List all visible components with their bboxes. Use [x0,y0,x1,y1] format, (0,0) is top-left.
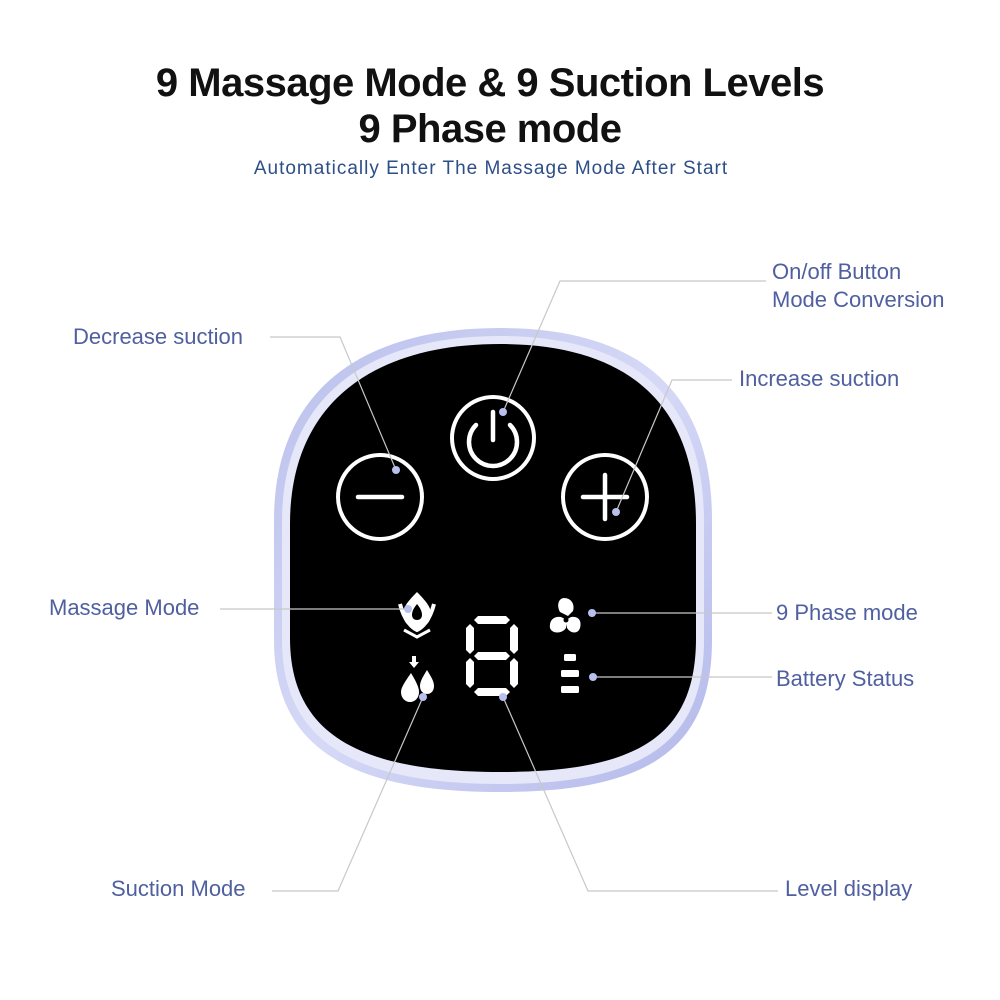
fan-icon [549,598,581,633]
plus-icon [580,472,630,522]
callout-dots [392,408,620,701]
subtitle: Automatically Enter The Massage Mode Aft… [253,158,729,179]
seven-segment-display [466,616,518,696]
callout-onoff-line2: Mode Conversion [772,287,945,312]
power-button[interactable] [450,395,536,481]
callout-decrease-suction: Decrease suction [73,324,243,349]
power-icon [466,409,520,469]
callout-increase-suction: Increase suction [739,366,900,391]
increase-suction-button[interactable] [561,453,649,541]
battery-icon [561,654,579,693]
leader-lines [220,280,778,892]
title-line-1: 9 Massage Mode & 9 Suction Levels [155,61,825,105]
massage-mode-icon [398,592,436,639]
decrease-suction-button[interactable] [336,453,424,541]
callout-massage-mode: Massage Mode [49,595,200,620]
callout-phase-mode: 9 Phase mode [776,600,918,625]
callout-suction-mode: Suction Mode [111,876,246,901]
panel-face [290,344,696,772]
callout-onoff-line1: On/off Button [772,259,902,284]
droplets-icon [401,656,434,702]
title-line-2: 9 Phase mode [358,107,622,151]
callout-level-display: Level display [785,876,913,901]
callout-battery-status: Battery Status [776,666,915,691]
